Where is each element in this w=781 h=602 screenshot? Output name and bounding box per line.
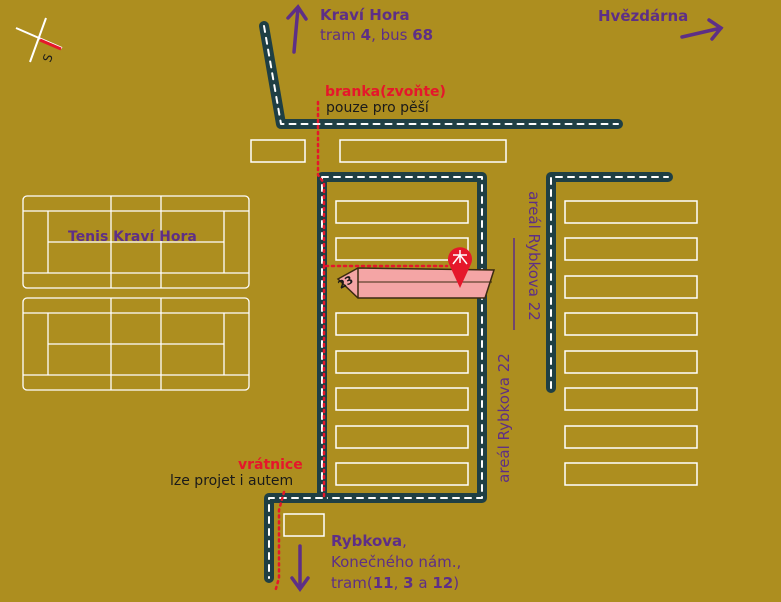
road-campus-loop — [317, 172, 487, 503]
building-23 — [336, 267, 496, 299]
arrow-down-icon — [290, 544, 310, 592]
complex-main-label: areál Rybkova 22 — [495, 353, 513, 483]
north-destination-title: Kraví Hora — [320, 6, 410, 24]
gate-top-note: pouze pro pěší — [326, 100, 429, 116]
arrow-up-icon — [286, 4, 308, 54]
buildings-campus — [335, 200, 469, 486]
north-transit: tram 4, bus 68 — [320, 26, 434, 44]
location-marker-icon — [448, 247, 473, 288]
road-east — [546, 172, 673, 393]
observatory-label: Hvězdárna — [598, 7, 689, 25]
complex-east-label: areál Rybkova 22 — [525, 191, 543, 321]
roads — [259, 21, 673, 583]
buildings-north — [250, 139, 507, 163]
buildings-east — [564, 200, 698, 486]
road-south — [264, 493, 327, 583]
gate-top-title: branka(zvoňte) — [325, 84, 446, 100]
compass-icon — [15, 17, 63, 63]
arrow-right-icon — [680, 18, 724, 41]
tennis-label: Tenis Kraví Hora — [68, 229, 197, 245]
gatehouse-title: vrátnice — [238, 457, 303, 473]
south-line2: Konečného nám., — [331, 553, 462, 571]
gatehouse-note: lze projet i autem — [170, 473, 294, 489]
south-title: Rybkova, — [331, 532, 407, 550]
south-trams: tram(11, 3 a 12) — [331, 574, 460, 592]
tennis-courts — [22, 195, 250, 391]
walking-path — [273, 100, 449, 594]
gatehouse-building — [283, 513, 325, 537]
